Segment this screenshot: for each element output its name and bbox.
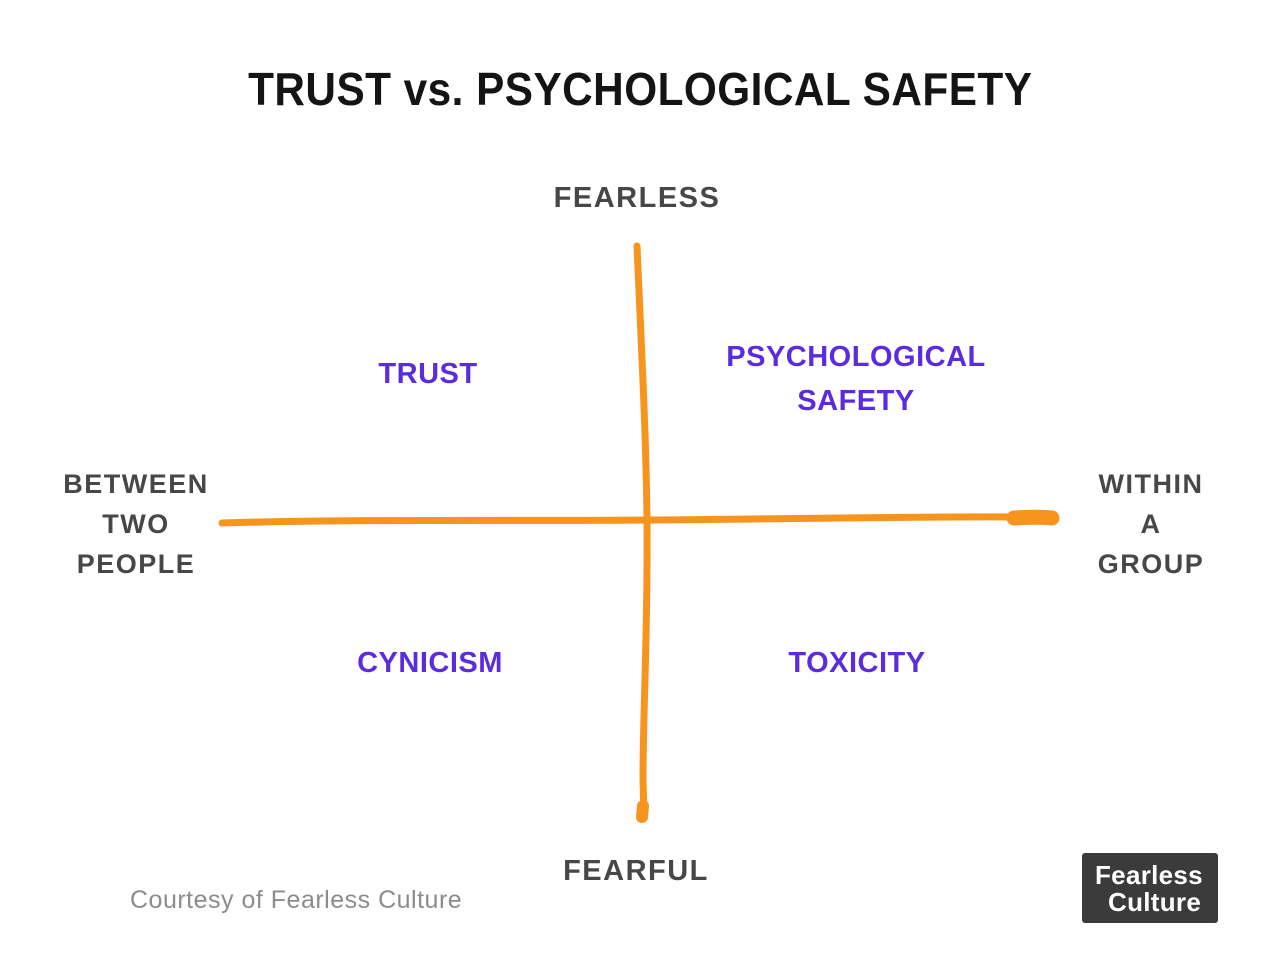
quadrant-label-psychological-safety-line1: PSYCHOLOGICAL [726, 341, 986, 373]
logo-line1: Fearless [1095, 860, 1203, 890]
horizontal-axis-end-blob [1006, 509, 1060, 526]
quadrant-label-psychological-safety-line2: SAFETY [797, 385, 915, 417]
quadrant-label-trust: TRUST [378, 358, 478, 390]
vertical-axis-line [633, 242, 651, 820]
courtesy-credit-text: Courtesy of Fearless Culture [130, 886, 463, 914]
horizontal-axis-line [218, 513, 1024, 527]
axis-label-left-line3: PEOPLE [76, 549, 196, 579]
axis-label-right: WITHIN A GROUP [1051, 464, 1251, 584]
axis-label-right-line2: A [1140, 509, 1162, 539]
quadrant-label-toxicity: TOXICITY [788, 647, 926, 679]
vertical-axis-end-blob [636, 800, 649, 823]
axis-label-bottom: FEARFUL [563, 855, 709, 887]
axis-label-left-line2: TWO [102, 509, 170, 539]
axis-label-right-line1: WITHIN [1098, 469, 1204, 499]
page-title: TRUST vs. PSYCHOLOGICAL SAFETY [0, 62, 1280, 116]
page-title-text: TRUST vs. PSYCHOLOGICAL SAFETY [247, 63, 1033, 115]
axis-label-right-line3: GROUP [1097, 549, 1205, 579]
axis-label-left-line1: BETWEEN [63, 469, 209, 499]
axis-label-top: FEARLESS [553, 182, 721, 214]
quadrant-label-psychological-safety: PSYCHOLOGICAL SAFETY [706, 335, 1006, 423]
fearless-culture-logo: Fearless Culture [1082, 853, 1218, 923]
quadrant-label-cynicism: CYNICISM [357, 647, 503, 679]
axis-label-left: BETWEEN TWO PEOPLE [36, 464, 236, 584]
logo-line2: Culture [1108, 887, 1202, 917]
